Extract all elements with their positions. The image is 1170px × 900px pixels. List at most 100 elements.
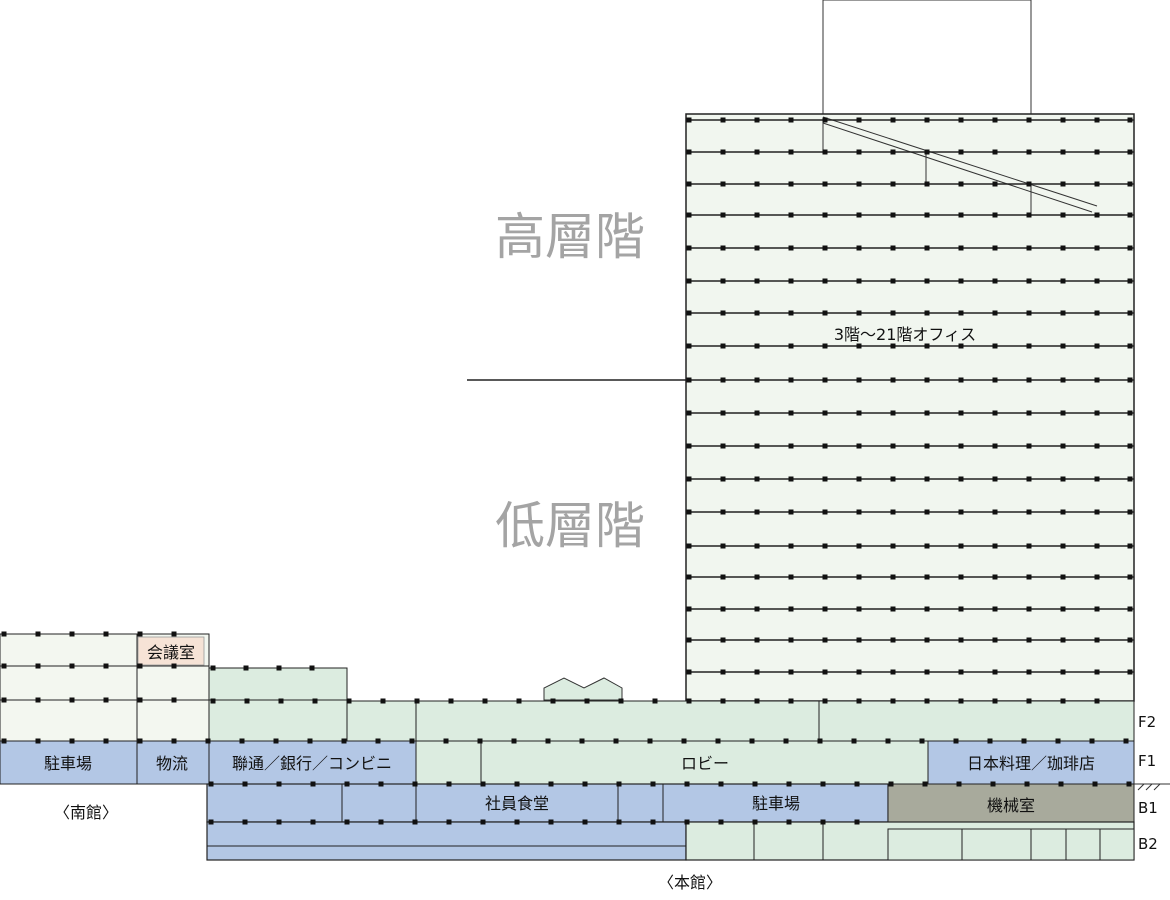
column-mark bbox=[924, 637, 930, 643]
column-mark bbox=[924, 278, 930, 284]
column-mark bbox=[1, 663, 7, 669]
column-mark bbox=[720, 698, 726, 704]
floor-b2-label: B2 bbox=[1138, 835, 1158, 853]
column-mark bbox=[1127, 637, 1133, 643]
column-mark bbox=[856, 117, 862, 123]
machine-room-label: 機械室 bbox=[987, 796, 1035, 815]
column-mark bbox=[856, 669, 862, 675]
column-mark bbox=[992, 669, 998, 675]
column-mark bbox=[443, 738, 449, 744]
column-mark bbox=[924, 245, 930, 251]
column-mark bbox=[890, 245, 896, 251]
column-mark bbox=[1060, 181, 1066, 187]
column-mark bbox=[171, 663, 177, 669]
column-mark bbox=[1060, 476, 1066, 482]
column-mark bbox=[720, 149, 726, 155]
column-mark bbox=[890, 637, 896, 643]
column-mark bbox=[856, 543, 862, 549]
column-mark bbox=[992, 310, 998, 316]
main-building-caption: 〈本館〉 bbox=[658, 873, 722, 892]
column-mark bbox=[1026, 310, 1032, 316]
column-mark bbox=[205, 738, 211, 744]
column-mark bbox=[885, 738, 891, 744]
column-mark bbox=[890, 117, 896, 123]
column-mark bbox=[686, 476, 692, 482]
south-parking-label: 駐車場 bbox=[44, 754, 92, 773]
column-mark bbox=[820, 819, 826, 825]
column-mark bbox=[103, 697, 109, 703]
column-mark bbox=[720, 377, 726, 383]
column-mark bbox=[344, 819, 350, 825]
column-mark bbox=[1060, 343, 1066, 349]
column-mark bbox=[817, 738, 823, 744]
column-mark bbox=[686, 212, 692, 218]
column-mark bbox=[822, 181, 828, 187]
column-mark bbox=[992, 443, 998, 449]
tower-roof-slope bbox=[822, 122, 1093, 213]
column-mark bbox=[856, 410, 862, 416]
column-mark bbox=[210, 698, 216, 704]
column-mark bbox=[924, 149, 930, 155]
column-mark bbox=[953, 738, 959, 744]
column-mark bbox=[788, 509, 794, 515]
column-mark bbox=[822, 212, 828, 218]
column-mark bbox=[754, 343, 760, 349]
column-mark bbox=[686, 509, 692, 515]
column-mark bbox=[822, 310, 828, 316]
column-mark bbox=[919, 738, 925, 744]
column-mark bbox=[686, 574, 692, 580]
column-mark bbox=[958, 443, 964, 449]
column-mark bbox=[890, 278, 896, 284]
column-mark bbox=[856, 637, 862, 643]
column-mark bbox=[684, 781, 690, 787]
column-mark bbox=[1060, 443, 1066, 449]
column-mark bbox=[820, 781, 826, 787]
column-mark bbox=[273, 738, 279, 744]
column-mark bbox=[958, 669, 964, 675]
column-mark bbox=[344, 781, 350, 787]
column-mark bbox=[754, 245, 760, 251]
column-mark bbox=[618, 698, 624, 704]
column-mark bbox=[754, 377, 760, 383]
column-mark bbox=[1127, 149, 1133, 155]
column-mark bbox=[514, 819, 520, 825]
column-mark bbox=[1089, 738, 1095, 744]
column-mark bbox=[890, 181, 896, 187]
south-parking-room bbox=[0, 740, 138, 785]
column-mark bbox=[278, 698, 284, 704]
column-mark bbox=[992, 117, 998, 123]
column-mark bbox=[720, 476, 726, 482]
podium-f2 bbox=[346, 700, 1135, 742]
column-mark bbox=[822, 245, 828, 251]
staff-cafeteria-label: 社員食堂 bbox=[485, 794, 549, 813]
column-mark bbox=[1060, 245, 1066, 251]
column-mark bbox=[686, 149, 692, 155]
column-mark bbox=[788, 637, 794, 643]
column-mark bbox=[992, 278, 998, 284]
column-mark bbox=[822, 343, 828, 349]
column-mark bbox=[684, 819, 690, 825]
column-mark bbox=[584, 698, 590, 704]
column-mark bbox=[137, 631, 143, 637]
column-mark bbox=[854, 781, 860, 787]
column-mark bbox=[582, 819, 588, 825]
column-mark bbox=[788, 606, 794, 612]
column-mark bbox=[720, 637, 726, 643]
column-mark bbox=[822, 149, 828, 155]
column-mark bbox=[380, 698, 386, 704]
column-mark bbox=[1094, 698, 1100, 704]
office-tower bbox=[685, 113, 1135, 702]
column-mark bbox=[754, 669, 760, 675]
column-mark bbox=[616, 819, 622, 825]
column-mark bbox=[788, 669, 794, 675]
column-mark bbox=[992, 698, 998, 704]
column-mark bbox=[1127, 606, 1133, 612]
column-mark bbox=[718, 819, 724, 825]
column-mark bbox=[1094, 245, 1100, 251]
column-mark bbox=[992, 410, 998, 416]
column-mark bbox=[788, 476, 794, 482]
column-mark bbox=[856, 443, 862, 449]
column-mark bbox=[720, 509, 726, 515]
column-mark bbox=[958, 509, 964, 515]
